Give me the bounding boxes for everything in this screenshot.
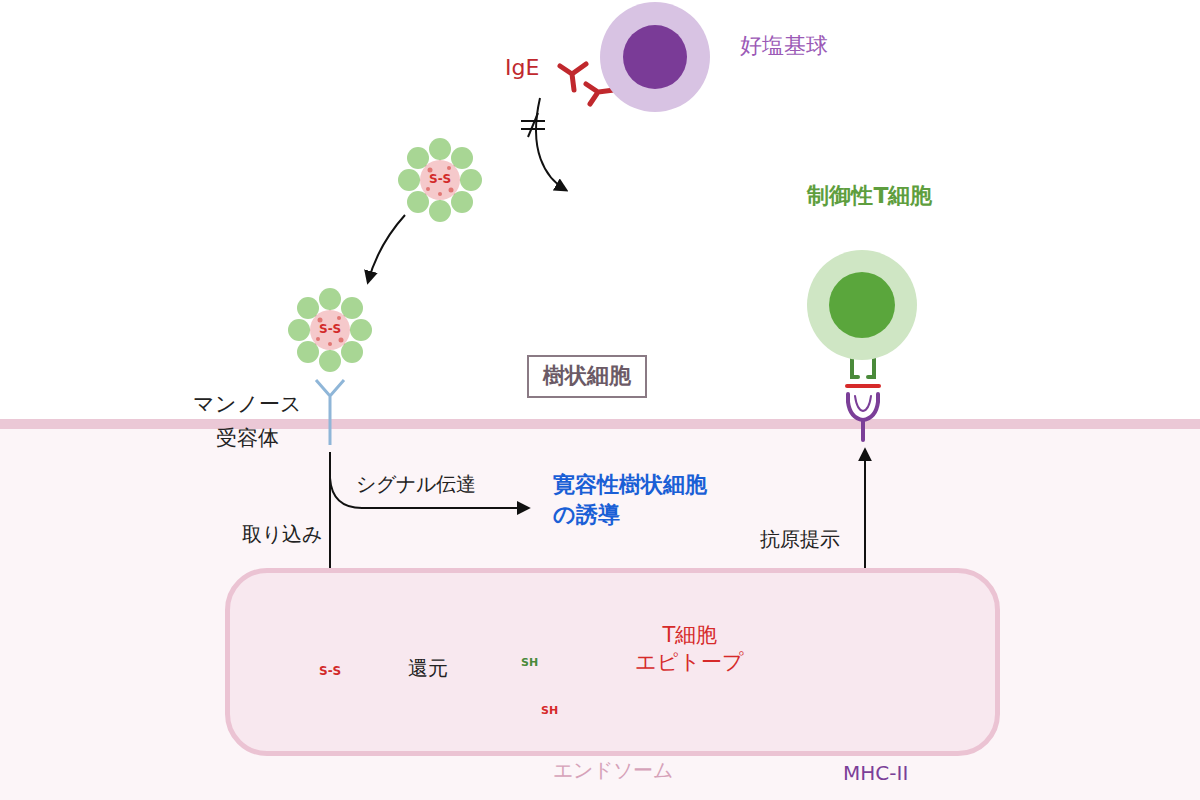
mhc-ii bbox=[847, 386, 879, 440]
ige-antibody bbox=[560, 64, 586, 90]
nanoparticle bbox=[398, 138, 482, 222]
thiol-label: SH bbox=[521, 656, 538, 670]
blocked-arrow bbox=[536, 98, 566, 190]
cell-body bbox=[600, 2, 710, 112]
disulfide-label: S-S bbox=[319, 664, 341, 679]
cell-interior bbox=[0, 428, 1200, 800]
mhc-ii bbox=[855, 396, 871, 411]
process-label: 抗原提示 bbox=[760, 527, 840, 552]
mhc-ii bbox=[848, 394, 878, 420]
cell-nucleus bbox=[829, 272, 895, 338]
process-label: 還元 bbox=[408, 656, 448, 681]
mhc-ii bbox=[861, 420, 865, 440]
blocked-arrow bbox=[521, 98, 566, 190]
arrow bbox=[368, 215, 405, 282]
node-label: 樹状細胞 bbox=[543, 362, 631, 391]
node-label: 好塩基球 bbox=[740, 32, 828, 60]
cell-membrane bbox=[0, 419, 1200, 429]
disulfide-label: S-S bbox=[319, 322, 341, 337]
process-label: シグナル伝達 bbox=[356, 472, 476, 497]
dendritic-cell-label-box: 樹状細胞 bbox=[527, 355, 647, 398]
mhc-ii bbox=[847, 384, 879, 388]
antibody-label: IgE bbox=[505, 54, 539, 82]
t-cell-receptor bbox=[852, 358, 874, 377]
blocked-arrow bbox=[528, 113, 538, 137]
blocked-arrow bbox=[521, 128, 545, 130]
receptor-label: マンノース 受容体 bbox=[189, 388, 307, 455]
process-label: 取り込み bbox=[242, 522, 322, 547]
thiol-label: SH bbox=[541, 704, 558, 718]
t-cell-receptor bbox=[852, 358, 858, 377]
nanoparticle bbox=[288, 288, 372, 372]
outcome-label: 寛容性樹状細胞 の誘導 bbox=[553, 470, 720, 529]
disulfide-label: S-S bbox=[429, 172, 451, 187]
mannose-receptor bbox=[316, 380, 344, 445]
regulatory-t-cell: 制御性T細胞 bbox=[790, 180, 950, 364]
cell-body bbox=[807, 250, 917, 360]
molecule-label: MHC-II bbox=[843, 761, 908, 786]
t-cell-receptor bbox=[868, 358, 874, 377]
node-label: 制御性T細胞 bbox=[790, 182, 950, 210]
epitope-label: T細胞 エピトープ bbox=[631, 622, 749, 677]
blocked-arrow bbox=[521, 120, 545, 122]
endosome-membrane bbox=[225, 568, 1000, 756]
basophil-cell: 好塩基球 bbox=[600, 0, 840, 114]
cell-nucleus bbox=[623, 25, 687, 89]
mannose-receptor bbox=[316, 380, 344, 445]
